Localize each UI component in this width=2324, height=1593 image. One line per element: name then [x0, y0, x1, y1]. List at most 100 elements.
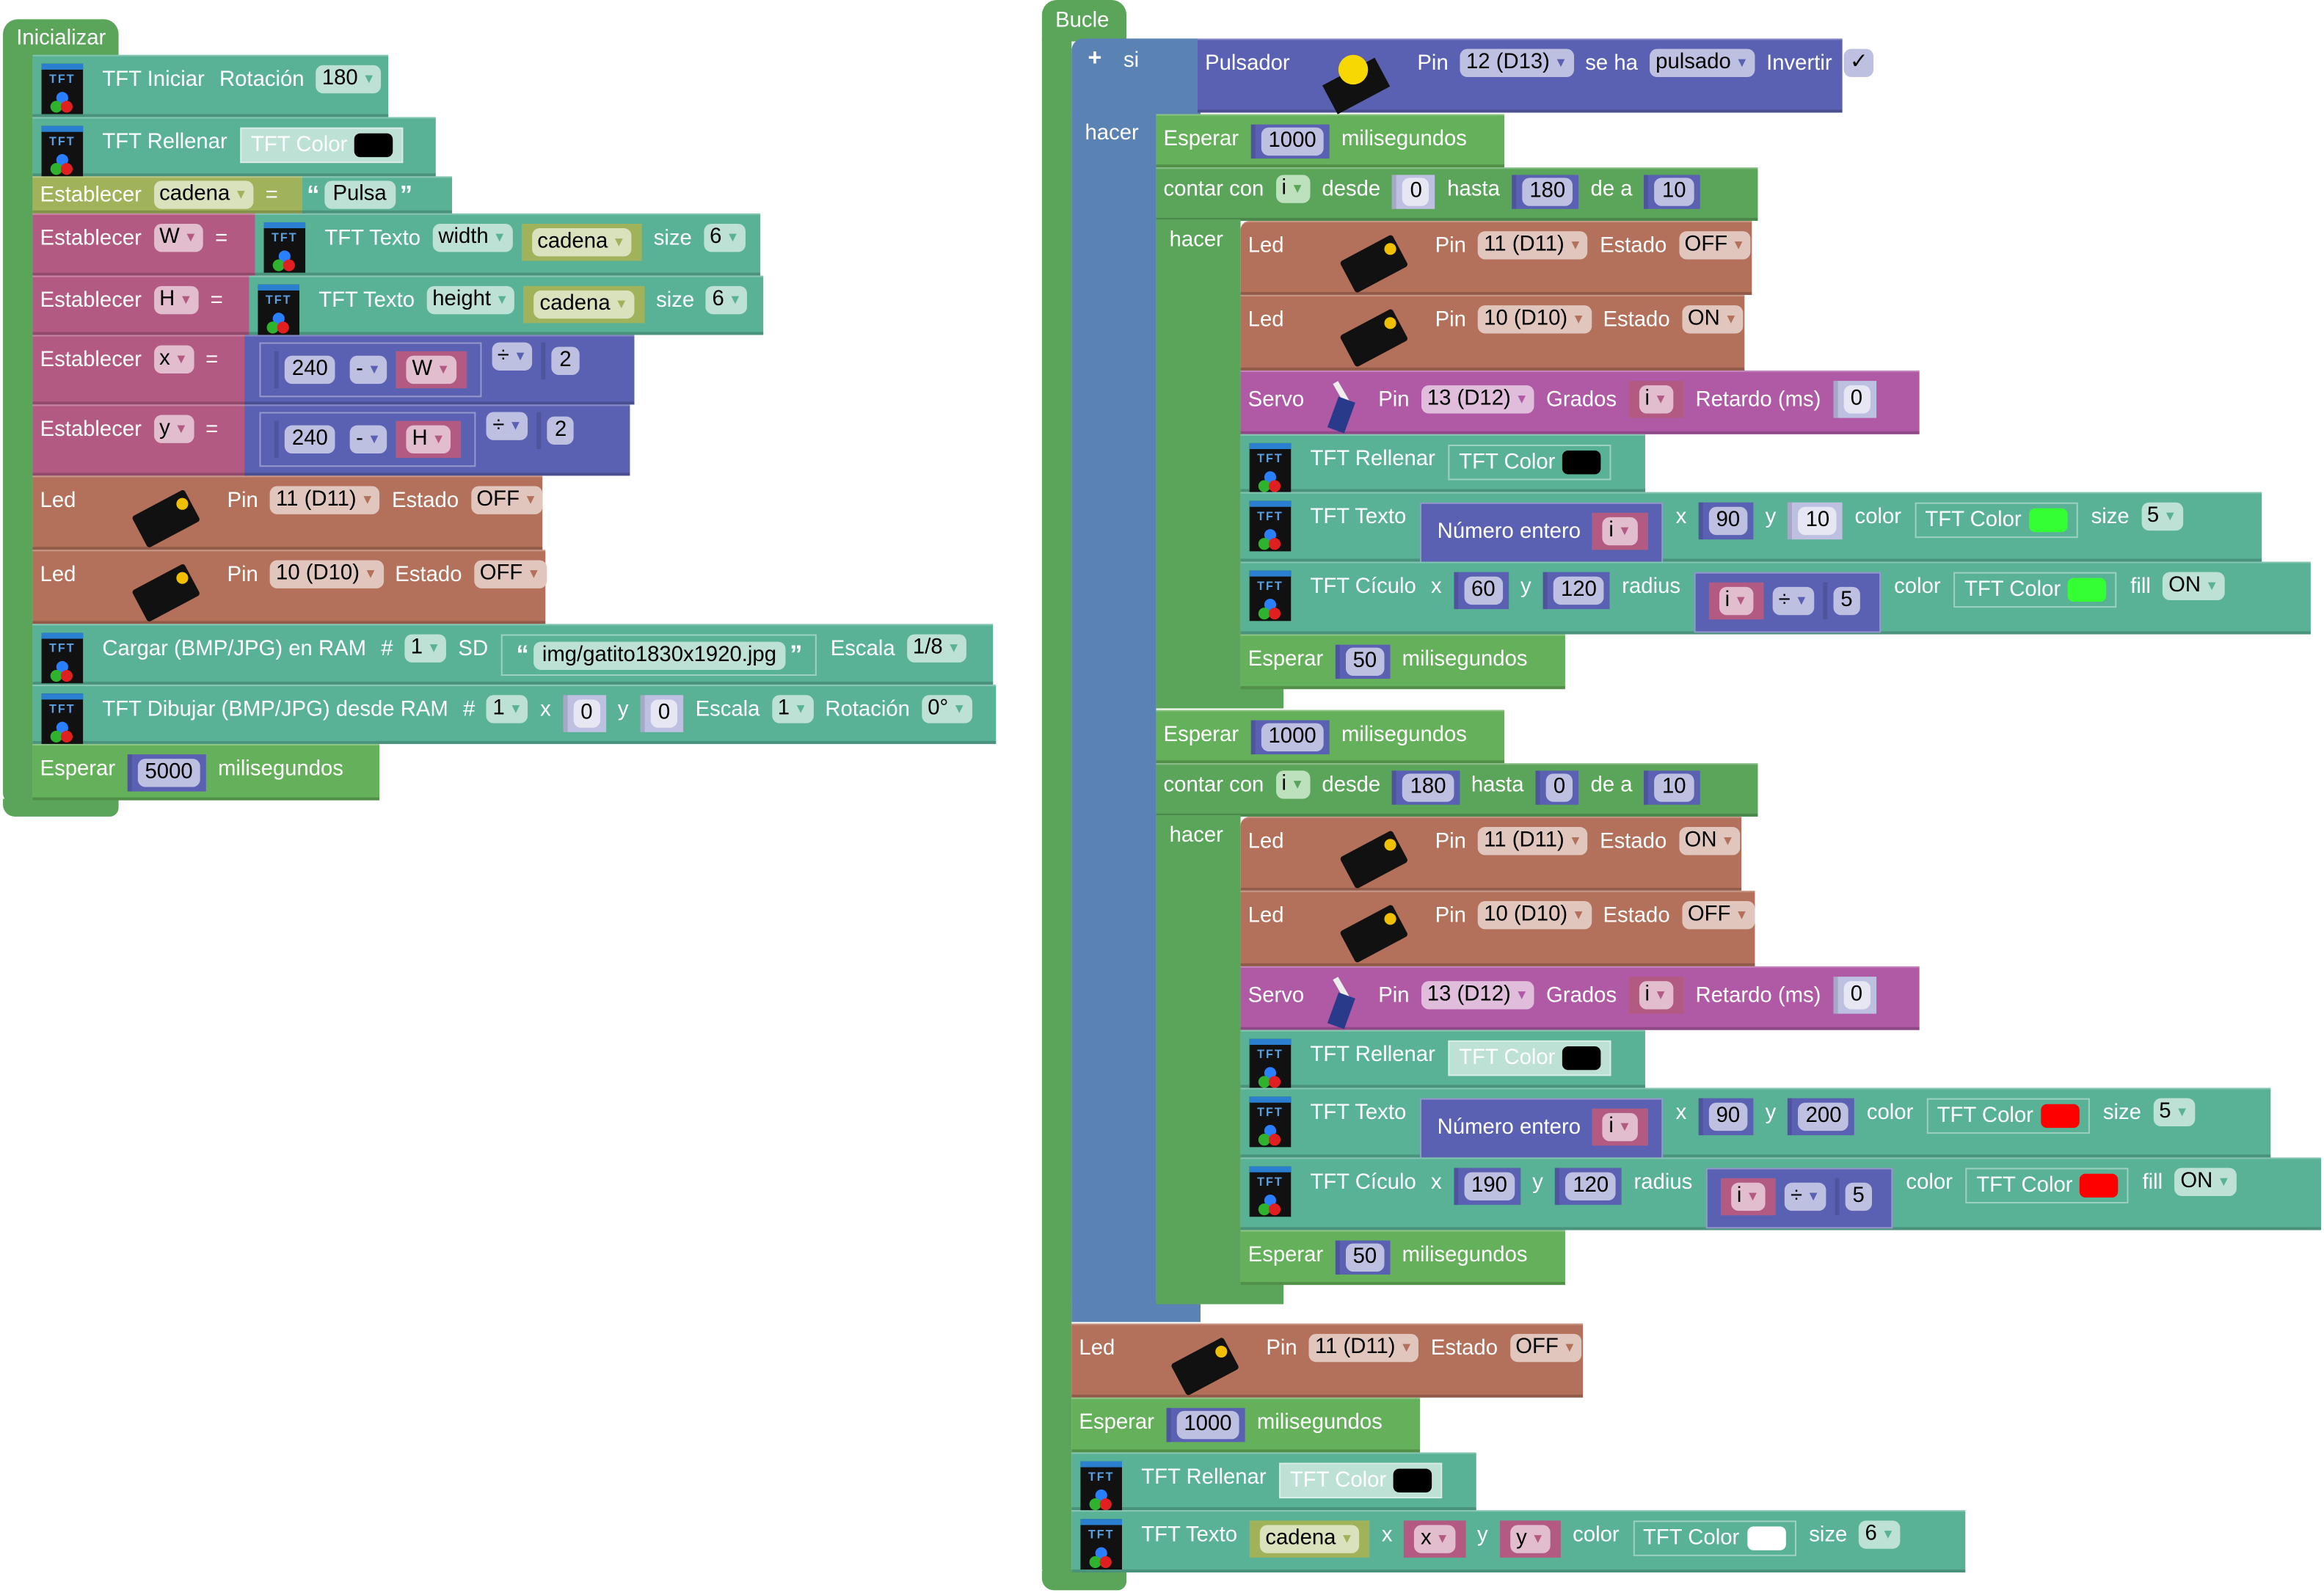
number-block[interactable]: 5: [1835, 1178, 1879, 1216]
number-block[interactable]: 240: [274, 420, 341, 459]
number-block[interactable]: 190: [1453, 1167, 1521, 1206]
number-block[interactable]: 0: [1535, 770, 1579, 805]
math-subtract-block[interactable]: 240 -▼ W▼: [259, 342, 481, 398]
number-block[interactable]: 180: [1392, 770, 1460, 805]
file-path[interactable]: img/gatito1830x1920.jpg: [533, 641, 786, 669]
number-value[interactable]: 240: [284, 425, 335, 454]
variable-dropdown[interactable]: i▼: [1719, 586, 1754, 616]
color-swatch[interactable]: [1562, 1046, 1602, 1071]
pin-dropdown[interactable]: 11 (D11)▼: [1478, 231, 1588, 260]
pin-dropdown[interactable]: 10 (D10)▼: [1478, 305, 1592, 334]
tft-text-height-block[interactable]: TFT TFT Texto height▼ cadena▼ size 6▼: [249, 275, 764, 335]
setup-hat-block[interactable]: Inicializar: [3, 19, 119, 58]
pin-dropdown[interactable]: 13 (D12)▼: [1421, 981, 1534, 1010]
number-value[interactable]: 1000: [1261, 127, 1324, 156]
tft-color-block[interactable]: TFT Color: [1915, 502, 2078, 539]
variable-block[interactable]: cadena▼: [523, 285, 644, 324]
number-block[interactable]: 0: [562, 695, 606, 732]
tft-color-block[interactable]: TFT Color: [1449, 444, 1612, 481]
number-block[interactable]: 180: [1512, 175, 1579, 209]
variable-block[interactable]: x▼: [1404, 1520, 1465, 1558]
fill-dropdown[interactable]: ON▼: [2174, 1167, 2237, 1196]
tft-color-block[interactable]: TFT Color: [1279, 1462, 1443, 1499]
state-dropdown[interactable]: ON▼: [1678, 827, 1741, 856]
tft-color-block[interactable]: TFT Color: [1926, 1098, 2090, 1134]
number-block[interactable]: 120: [1555, 1167, 1622, 1206]
pin-dropdown[interactable]: 11 (D11)▼: [269, 486, 380, 514]
math-subtract-block[interactable]: 240 -▼ H▼: [259, 412, 477, 467]
led-block[interactable]: Led Pin 11 (D11)▼ Estado OFF▼: [1240, 220, 1752, 295]
integer-block[interactable]: Número entero i▼: [1419, 1098, 1663, 1159]
number-value[interactable]: 90: [1708, 1102, 1748, 1131]
variable-block[interactable]: cadena▼: [1249, 1520, 1370, 1558]
invert-checkbox[interactable]: ✓: [1843, 48, 1874, 78]
number-value[interactable]: 120: [1553, 576, 1605, 605]
number-block[interactable]: 0: [1392, 175, 1436, 209]
number-block[interactable]: 2: [542, 342, 585, 380]
variable-dropdown[interactable]: H▼: [406, 425, 451, 454]
for-loop-block[interactable]: contar con i▼ desde 0 hasta 180 de a 10: [1156, 167, 1758, 221]
number-value[interactable]: 120: [1565, 1172, 1617, 1201]
number-block[interactable]: 0: [1832, 381, 1876, 418]
tft-circle-block[interactable]: TFT TFT Cículo x 190 y 120 radius i▼ ÷▼ …: [1240, 1157, 2322, 1231]
measure-dropdown[interactable]: height▼: [426, 285, 515, 315]
tft-fill-block[interactable]: TFT TFT Rellenar TFT Color: [1240, 1029, 1645, 1090]
math-divide-block[interactable]: 240 -▼ H▼ ÷▼ 2: [244, 404, 630, 476]
variable-dropdown[interactable]: cadena▼: [1259, 1525, 1360, 1553]
size-dropdown[interactable]: 6▼: [704, 223, 746, 252]
variable-block[interactable]: i▼: [1708, 582, 1764, 620]
button-condition-block[interactable]: Pulsador Pin 12 (D13)▼ se ha pulsado▼ In…: [1197, 38, 1874, 114]
operator-dropdown[interactable]: ÷▼: [1784, 1182, 1826, 1211]
tft-color-block[interactable]: TFT Color: [1953, 572, 2118, 608]
number-block[interactable]: 50: [1335, 644, 1391, 679]
number-value[interactable]: 0: [1545, 773, 1573, 802]
number-block[interactable]: 60: [1453, 572, 1509, 610]
variable-dropdown[interactable]: i▼: [1275, 175, 1311, 203]
color-swatch[interactable]: [1562, 451, 1602, 475]
number-value[interactable]: 0: [1843, 385, 1871, 414]
pin-dropdown[interactable]: 10 (D10)▼: [1478, 901, 1592, 930]
pin-dropdown[interactable]: 11 (D11)▼: [1478, 827, 1588, 856]
servo-block[interactable]: Servo Pin 13 (D12)▼ Grados i▼ Retardo (m…: [1240, 370, 1920, 434]
size-dropdown[interactable]: 6▼: [1859, 1520, 1901, 1549]
color-swatch[interactable]: [1394, 1468, 1432, 1492]
variable-block[interactable]: i▼: [1592, 512, 1648, 550]
variable-dropdown[interactable]: H▼: [153, 285, 199, 315]
rotation-dropdown[interactable]: 0°▼: [922, 695, 972, 723]
tft-color-block[interactable]: TFT Color: [1632, 1520, 1796, 1556]
for-loop-block[interactable]: contar con i▼ desde 180 hasta 0 de a 10: [1156, 763, 1758, 817]
tft-color-block[interactable]: TFT Color: [1449, 1040, 1612, 1076]
number-value[interactable]: 5: [1833, 586, 1860, 616]
loop-hat-block[interactable]: Bucle: [1041, 0, 1127, 42]
tft-text-block[interactable]: TFT TFT Texto Número entero i▼ x 90 y 10…: [1240, 492, 2262, 564]
number-block[interactable]: 240: [274, 351, 341, 389]
number-block[interactable]: 5000: [127, 754, 206, 792]
number-value[interactable]: 50: [1345, 1243, 1385, 1272]
variable-block[interactable]: cadena▼: [520, 223, 642, 261]
number-block[interactable]: 5: [1823, 582, 1866, 620]
pin-dropdown[interactable]: 13 (D12)▼: [1421, 385, 1534, 414]
wait-block[interactable]: Esperar 1000 milisegundos: [1156, 710, 1505, 764]
tft-color-block[interactable]: TFT Color: [1966, 1167, 2130, 1204]
pin-dropdown[interactable]: 10 (D10)▼: [269, 560, 384, 588]
variable-block[interactable]: y▼: [1499, 1520, 1562, 1558]
scale-dropdown[interactable]: 1/8▼: [906, 634, 966, 663]
pin-dropdown[interactable]: 11 (D11)▼: [1308, 1333, 1419, 1363]
color-swatch[interactable]: [2041, 1104, 2080, 1129]
operator-dropdown[interactable]: -▼: [350, 425, 387, 454]
number-value[interactable]: 200: [1798, 1102, 1849, 1131]
wait-block[interactable]: Esperar 1000 milisegundos: [1071, 1397, 1420, 1453]
number-block[interactable]: 120: [1542, 572, 1611, 610]
slot-dropdown[interactable]: 1▼: [487, 695, 529, 723]
color-swatch[interactable]: [2080, 1173, 2119, 1198]
tft-init-block[interactable]: TFT TFT Iniciar Rotación 180▼: [32, 54, 389, 117]
variable-dropdown[interactable]: cadena▼: [153, 181, 254, 209]
led-block[interactable]: Led Pin 11 (D11)▼ Estado ON▼: [1240, 816, 1742, 891]
variable-dropdown[interactable]: i▼: [1603, 1112, 1638, 1142]
string-value[interactable]: Pulsa: [324, 181, 396, 209]
led-block[interactable]: Led Pin 11 (D11)▼ Estado OFF▼: [32, 475, 544, 550]
rotation-dropdown[interactable]: 180▼: [316, 65, 382, 94]
size-dropdown[interactable]: 6▼: [706, 285, 748, 315]
number-block[interactable]: 1000: [1166, 1407, 1245, 1443]
